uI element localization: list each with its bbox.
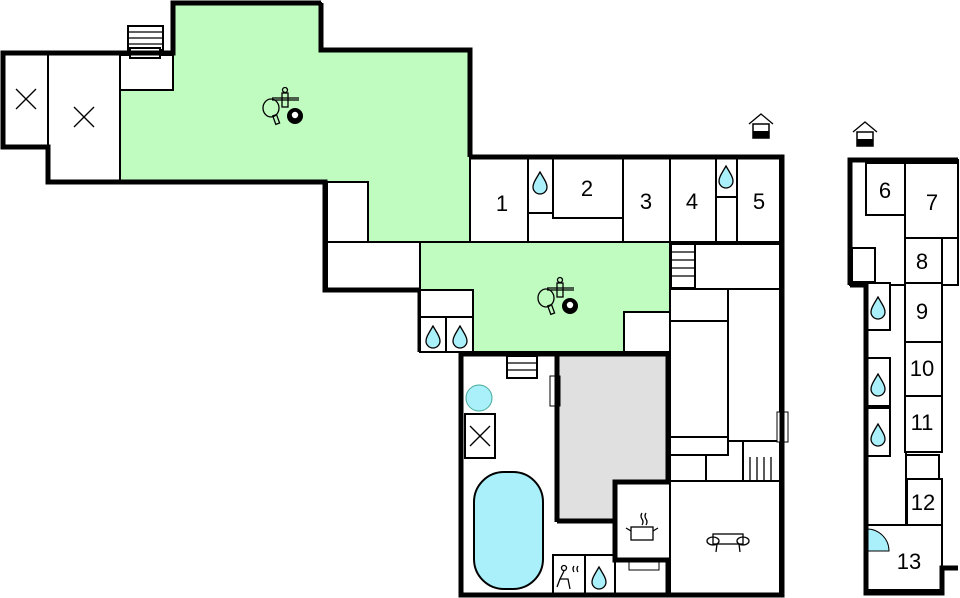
- left-wing: [0, 0, 473, 352]
- room-9-label: 9: [916, 299, 928, 324]
- stairs-icon: [670, 243, 696, 289]
- corridor-room: [326, 241, 421, 291]
- room-1-label: 1: [496, 191, 508, 216]
- room: [727, 288, 781, 442]
- stairs-lines: [749, 457, 772, 480]
- room-2-label: 2: [581, 176, 593, 201]
- room-8-label: 8: [916, 249, 928, 274]
- room-4: [669, 156, 717, 243]
- room-5-label: 5: [753, 189, 765, 214]
- stairs-icon: [905, 454, 940, 480]
- entry-hall: [119, 54, 174, 91]
- shower-icon: [866, 528, 890, 552]
- small-room: [326, 181, 369, 243]
- room: [694, 243, 781, 290]
- hallway: [669, 436, 729, 456]
- room-7: [904, 162, 959, 239]
- room-2: [552, 156, 624, 219]
- stairs-lines: [507, 362, 537, 371]
- small-room: [623, 311, 671, 353]
- room: [669, 454, 707, 484]
- room-13-label: 13: [897, 549, 921, 574]
- living-room: [669, 480, 781, 596]
- room-11-label: 11: [911, 410, 934, 435]
- sauna-icon: [556, 564, 579, 590]
- middle-wing: 1 2 3 4 5: [419, 113, 789, 598]
- stairs-icon: [742, 440, 781, 482]
- pool-icon: [473, 471, 544, 590]
- entrance-house-icon: [852, 121, 878, 147]
- cooking-pot-icon: [625, 512, 659, 541]
- stairs-icon: [506, 355, 538, 379]
- hallway: [715, 196, 738, 243]
- right-wing: 6 7 8 9 10 11 12 13: [847, 121, 959, 596]
- room-7-label: 7: [926, 190, 938, 215]
- washroom-hall: [419, 289, 474, 318]
- room-4-label: 4: [686, 189, 698, 214]
- room-3-label: 3: [640, 189, 652, 214]
- room-12-label: 12: [911, 490, 935, 515]
- stairs-lines: [671, 251, 695, 277]
- room: [669, 320, 729, 438]
- stairs-icon: [851, 247, 876, 283]
- room-9: [904, 282, 943, 343]
- room-11: [904, 395, 943, 453]
- room-10-label: 10: [910, 356, 934, 381]
- whirlpool-icon: [465, 384, 493, 412]
- sofa-icon: [706, 533, 750, 553]
- room-6: [865, 162, 906, 216]
- room-6-label: 6: [879, 178, 891, 203]
- sauna: [552, 554, 586, 596]
- entrance-house-icon: [748, 113, 774, 139]
- room: [669, 288, 729, 322]
